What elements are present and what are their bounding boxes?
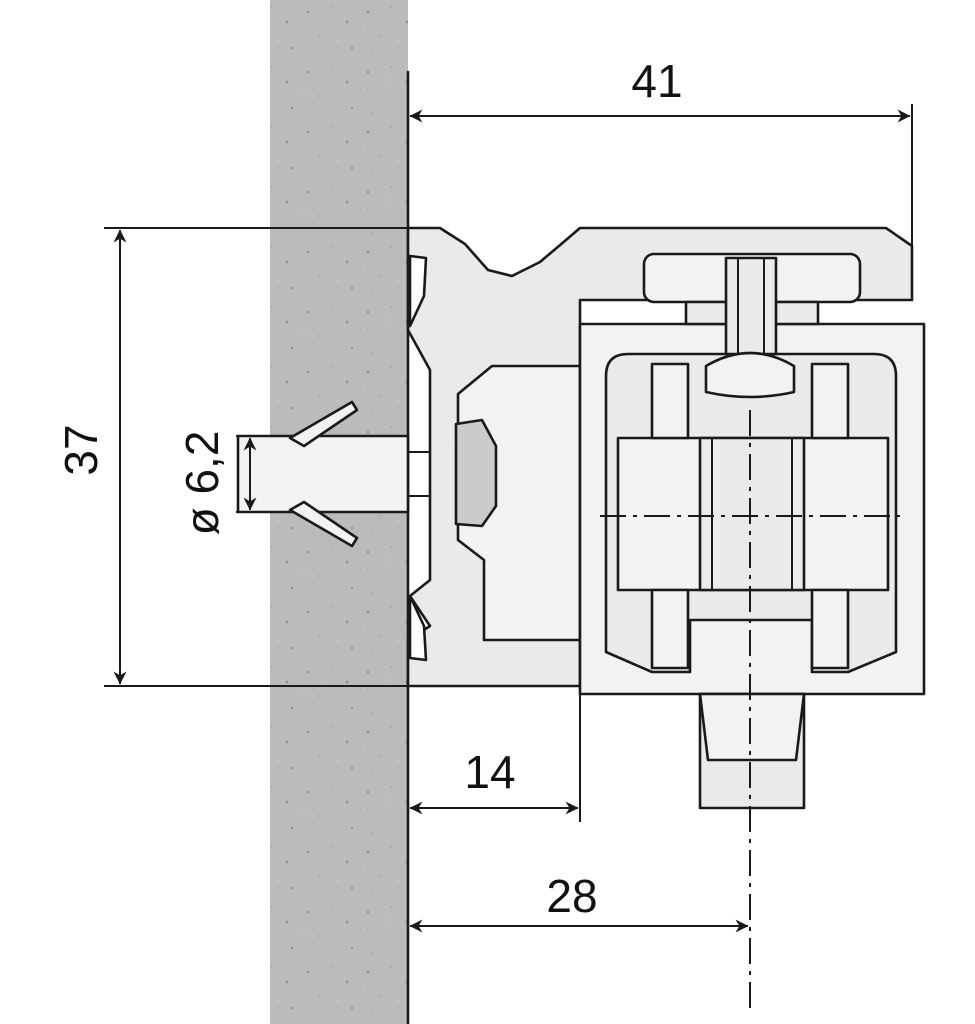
lower-roller	[698, 692, 806, 810]
wall-dowel	[236, 400, 460, 548]
dimension-41: 41	[409, 55, 913, 300]
dimension-hole-diameter-label: ø 6,2	[176, 431, 228, 536]
dimension-37-label: 37	[55, 424, 107, 475]
rail-bracket	[406, 226, 914, 688]
dimension-hole-diameter: ø 6,2	[176, 431, 270, 536]
dimension-14-label: 14	[464, 746, 515, 798]
dimension-37: 37	[55, 227, 580, 687]
adjusting-screw	[642, 252, 862, 399]
dimension-41-label: 41	[631, 55, 682, 107]
dimension-14: 14	[409, 686, 581, 822]
dimension-28-label: 28	[546, 870, 597, 922]
dimension-28: 28	[409, 870, 749, 933]
